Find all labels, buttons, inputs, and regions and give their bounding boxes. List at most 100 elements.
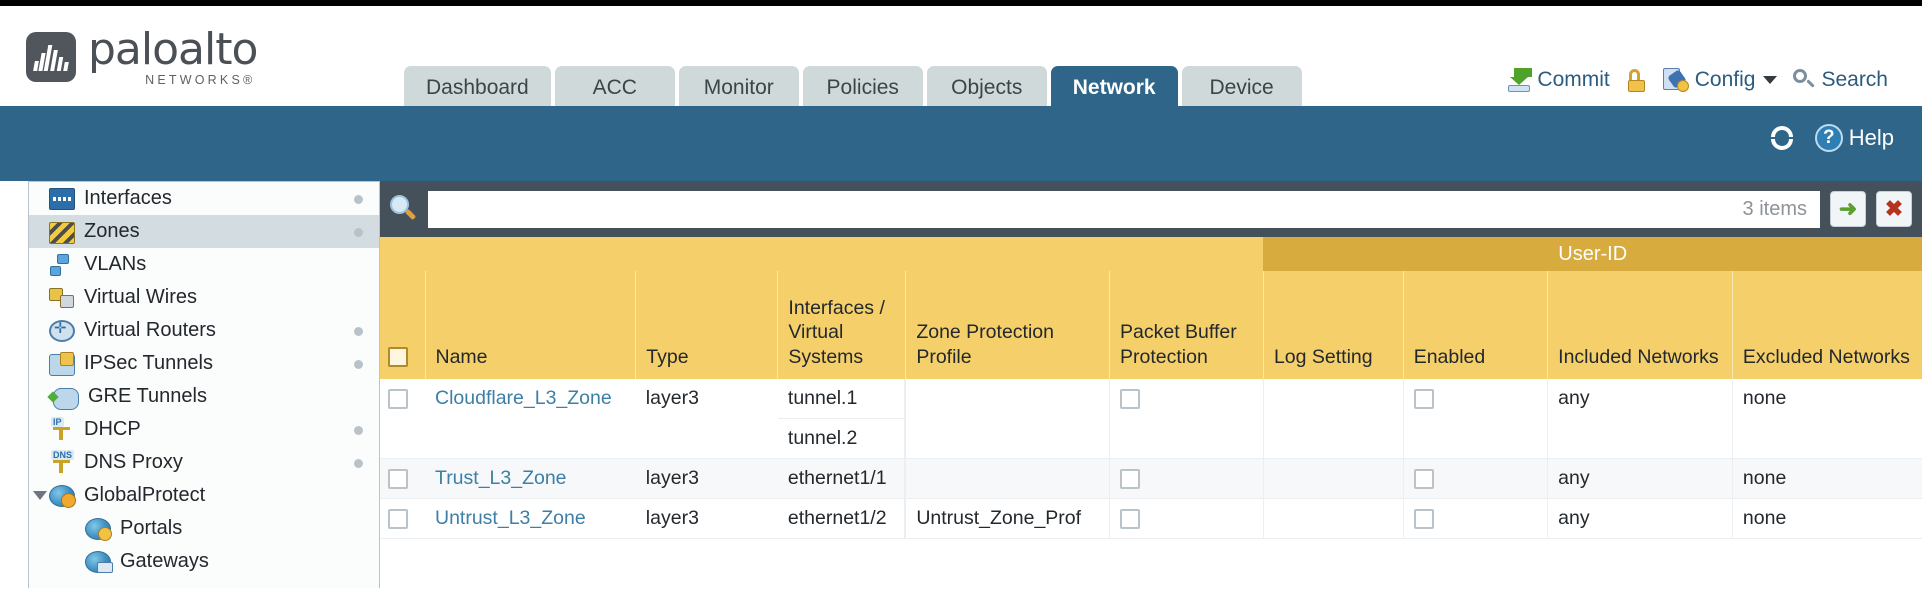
zone-name-cell: Untrust_L3_Zone (425, 498, 636, 539)
sidebar-item-label: DHCP (84, 418, 141, 440)
row-select-checkbox[interactable] (388, 468, 408, 489)
sidebar-item-status-dot (354, 459, 363, 468)
tab-policies[interactable]: Policies (802, 66, 923, 110)
apply-filter-button[interactable]: ➜ (1830, 191, 1866, 227)
userid-enabled-cell (1402, 379, 1548, 459)
packet-buffer-protection-cell (1109, 498, 1264, 539)
interfaces-icon (49, 187, 75, 210)
unlocked-padlock-icon[interactable] (1626, 68, 1647, 92)
commit-button[interactable]: Commit (1507, 68, 1610, 92)
row-select-checkbox[interactable] (388, 508, 408, 529)
sidebar-item-portals[interactable]: Portals (29, 512, 379, 545)
tab-monitor[interactable]: Monitor (678, 66, 799, 110)
row-select-cell (380, 498, 425, 539)
gateways-icon (85, 550, 113, 573)
column-header-enabled[interactable]: Enabled (1402, 271, 1548, 379)
dhcp-icon: IP (49, 416, 75, 441)
tab-network[interactable]: Network (1050, 66, 1178, 110)
refresh-icon[interactable] (1769, 125, 1797, 151)
search-magnifier-icon (1793, 69, 1816, 91)
sidebar-item-zones[interactable]: Zones (29, 215, 379, 248)
tab-device[interactable]: Device (1181, 66, 1302, 110)
tab-objects[interactable]: Objects (926, 66, 1047, 110)
sidebar-item-status-dot (354, 360, 363, 369)
top-right-controls: Commit Config Search (1507, 68, 1888, 92)
sidebar-item-ipsec-tunnels[interactable]: IPSec Tunnels (29, 347, 379, 380)
sidebar-item-virtual-wires[interactable]: Virtual Wires (29, 281, 379, 314)
commit-label: Commit (1537, 68, 1610, 91)
config-menu[interactable]: Config (1662, 68, 1778, 92)
brand-tagline: NETWORKS (145, 73, 243, 87)
search-input[interactable]: 3 items (428, 190, 1820, 228)
virtual-wires-icon (49, 287, 75, 309)
row-select-cell (380, 379, 425, 459)
commit-download-icon (1507, 68, 1533, 92)
sidebar-item-gateways[interactable]: Gateways (29, 545, 379, 578)
zone-type-cell: layer3 (635, 458, 778, 499)
brand-name: paloalto (88, 24, 258, 75)
tab-dashboard[interactable]: Dashboard (404, 66, 551, 110)
tab-acc[interactable]: ACC (554, 66, 675, 110)
expand-triangle-icon[interactable] (33, 491, 47, 500)
userid-enabled-checkbox[interactable] (1413, 508, 1434, 529)
sidebar-item-label: DNS Proxy (84, 451, 183, 473)
packet-buffer-protection-checkbox[interactable] (1120, 508, 1140, 529)
paloalto-logo-icon (26, 32, 76, 83)
column-header-type[interactable]: Type (635, 271, 778, 379)
sidebar-item-label: Portals (120, 517, 183, 539)
packet-buffer-protection-checkbox[interactable] (1120, 388, 1140, 409)
column-header-packet-buffer-protection[interactable]: Packet Buffer Protection (1109, 271, 1264, 379)
column-header-included-networks[interactable]: Included Networks (1547, 271, 1733, 379)
sidebar-item-label: Interfaces (84, 187, 172, 209)
included-networks-cell: any (1547, 458, 1733, 499)
help-button[interactable]: ? Help (1814, 124, 1894, 152)
userid-enabled-checkbox[interactable] (1413, 388, 1434, 409)
sidebar-item-gre-tunnels[interactable]: GRE Tunnels (29, 380, 379, 413)
dhcp-badge: IP (51, 416, 64, 427)
packet-buffer-protection-checkbox[interactable] (1120, 468, 1140, 489)
clear-filter-button[interactable]: ✖ (1876, 191, 1912, 227)
search-button[interactable]: Search (1793, 68, 1888, 92)
column-header-interfaces-virtual-systems[interactable]: Interfaces / Virtual Systems (777, 271, 906, 379)
sidebar-item-label: VLANs (84, 253, 147, 275)
interface-entry: tunnel.2 (778, 419, 906, 458)
zone-name-link[interactable]: Trust_L3_Zone (435, 467, 567, 489)
filter-bar: 3 items ➜ ✖ (380, 181, 1922, 237)
excluded-networks-cell: none (1731, 498, 1922, 539)
sidebar-item-virtual-routers[interactable]: Virtual Routers (29, 314, 379, 347)
search-magnifier-icon[interactable] (388, 194, 418, 224)
column-header-zone-protection-profile[interactable]: Zone Protection Profile (905, 271, 1110, 379)
zone-name-link[interactable]: Untrust_L3_Zone (435, 507, 586, 529)
column-header-log-setting[interactable]: Log Setting (1262, 271, 1404, 379)
sidebar-item-status-dot (354, 228, 363, 237)
userid-enabled-checkbox[interactable] (1413, 468, 1434, 489)
sidebar-item-interfaces[interactable]: Interfaces (29, 182, 379, 215)
search-label: Search (1821, 68, 1888, 91)
column-header-excluded-networks[interactable]: Excluded Networks (1731, 271, 1922, 379)
row-select-checkbox[interactable] (388, 388, 408, 409)
zone-protection-profile-cell (905, 458, 1110, 499)
gre-tunnels-icon (53, 387, 79, 410)
sidebar-item-globalprotect[interactable]: GlobalProtect (29, 479, 379, 512)
zone-type-cell: layer3 (635, 379, 778, 459)
zone-name-link[interactable]: Cloudflare_L3_Zone (435, 387, 612, 409)
chevron-down-icon (1763, 76, 1778, 84)
sidebar-item-vlans[interactable]: VLANs (29, 248, 379, 281)
select-all-checkbox[interactable] (388, 347, 408, 368)
sidebar-item-dhcp[interactable]: IP DHCP (29, 413, 379, 446)
column-header-name[interactable]: Name (424, 271, 636, 379)
group-header-row: User-ID (380, 237, 1922, 271)
packet-buffer-protection-cell (1109, 379, 1264, 459)
help-label: Help (1848, 125, 1894, 150)
sidebar-item-status-dot (354, 195, 363, 204)
